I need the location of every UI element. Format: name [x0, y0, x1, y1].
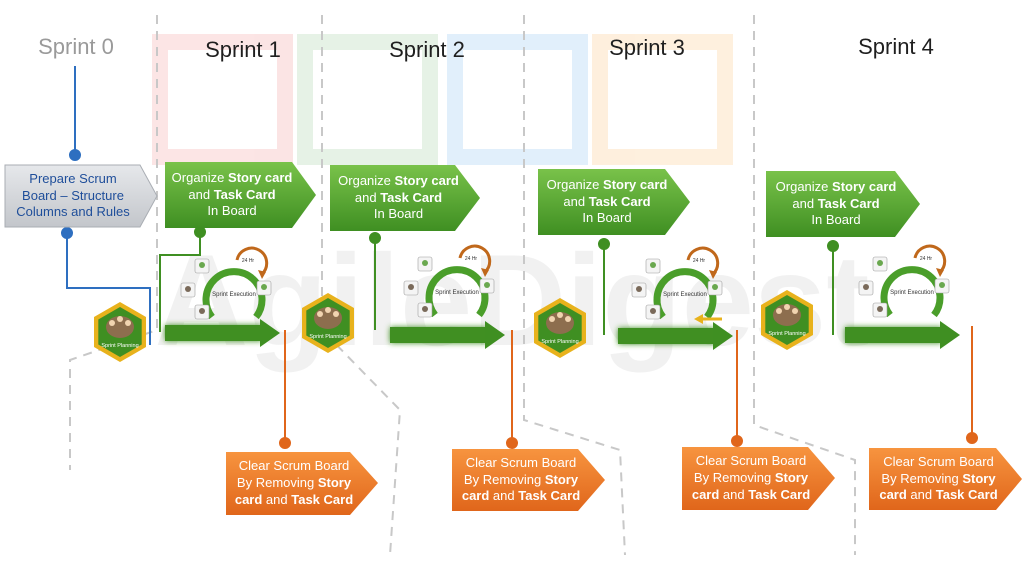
green-connectors — [159, 226, 839, 335]
prepare-line-1: Prepare Scrum — [29, 170, 117, 186]
sprint-planning-label: Sprint Planning — [309, 334, 346, 340]
clear-label-sprint2: Clear Scrum Board By Removing Story card… — [461, 454, 581, 504]
progress-arrow-body — [390, 327, 487, 343]
progress-arrow-body — [845, 327, 942, 343]
sprint-planning-label: Sprint Planning — [101, 343, 138, 349]
sprint-execution-label: Sprint Execution — [663, 292, 707, 298]
sprint-separators — [69, 15, 856, 556]
clear-box-sprint4 — [869, 448, 1022, 510]
sprint-planning-label: Sprint Planning — [768, 331, 805, 337]
clear-label-sprint4: Clear Scrum Board By Removing Story card… — [879, 453, 998, 503]
prepare-box — [4, 164, 158, 228]
execution-loop-icon — [202, 268, 266, 320]
sprint-3-title: Sprint 3 — [609, 35, 685, 60]
prepare-line-3: Columns and Rules — [16, 204, 130, 220]
sprint-execution-label: Sprint Execution — [435, 290, 479, 296]
organize-box-sprint4 — [766, 171, 920, 237]
sprint-cycle-3: Sprint Execution 24 Hr Sprint Planning — [534, 246, 733, 358]
daily-loop-icon — [458, 244, 492, 274]
sprint-planning-label: Sprint Planning — [541, 339, 578, 345]
sprint-0-title: Sprint 0 — [38, 34, 114, 59]
sprint-1-title: Sprint 1 — [205, 37, 281, 62]
clear-box-sprint1 — [226, 452, 378, 515]
organize-box-sprint1 — [165, 162, 316, 228]
organize-box-sprint3 — [538, 169, 690, 235]
progress-arrow-head — [485, 321, 505, 349]
orange-connectors — [279, 326, 978, 449]
sprint-2-title: Sprint 2 — [389, 37, 465, 62]
sprint-execution-label: Sprint Execution — [212, 292, 256, 298]
execution-loop-icon — [425, 266, 489, 318]
sprint-cycle-2: Sprint Execution 24 Hr Sprint Planning — [302, 244, 505, 353]
progress-arrow-head — [940, 321, 960, 349]
daily-loop-icon — [235, 246, 269, 276]
progress-arrow-body — [618, 328, 715, 344]
watermark-frames — [152, 34, 733, 165]
hours-label: 24 Hr — [693, 258, 706, 264]
sprint-execution-label: Sprint Execution — [890, 290, 934, 296]
hours-label: 24 Hr — [242, 258, 255, 264]
sprint0-connectors — [61, 66, 151, 345]
progress-arrow-head — [260, 319, 280, 347]
clear-label-sprint1: Clear Scrum Board By Removing Story card… — [234, 458, 354, 507]
clear-box-sprint2 — [452, 449, 605, 511]
prepare-line-2: Board – Structure — [22, 187, 124, 203]
daily-loop-icon — [913, 244, 947, 274]
sprint-4-title: Sprint 4 — [858, 34, 934, 59]
organize-box-sprint2 — [330, 165, 480, 231]
progress-arrow-head — [713, 322, 733, 350]
execution-loop-icon — [653, 268, 717, 320]
sprint-cycle-4: Sprint Execution 24 Hr Sprint Planning — [761, 244, 960, 350]
prepare-box-label: Prepare Scrum Board – Structure Columns … — [8, 167, 138, 225]
clear-box-sprint3 — [682, 447, 835, 510]
daily-loop-icon — [686, 246, 720, 276]
sprint-cycle-1: Sprint Execution 24 Hr Sprint Planning — [94, 246, 280, 362]
organize-label-sprint1: Organize Story card and Task Card In Boa… — [171, 169, 293, 219]
organize-label-sprint3: Organize Story card and Task Card In Boa… — [546, 176, 668, 226]
hours-label: 24 Hr — [465, 256, 478, 262]
progress-arrow-body — [165, 325, 262, 341]
organize-label-sprint4: Organize Story card and Task Card In Boa… — [775, 178, 897, 228]
organize-label-sprint2: Organize Story card and Task Card In Boa… — [338, 172, 459, 222]
execution-loop-icon — [880, 266, 944, 318]
hours-label: 24 Hr — [920, 256, 933, 262]
clear-label-sprint3: Clear Scrum Board By Removing Story card… — [691, 453, 811, 502]
